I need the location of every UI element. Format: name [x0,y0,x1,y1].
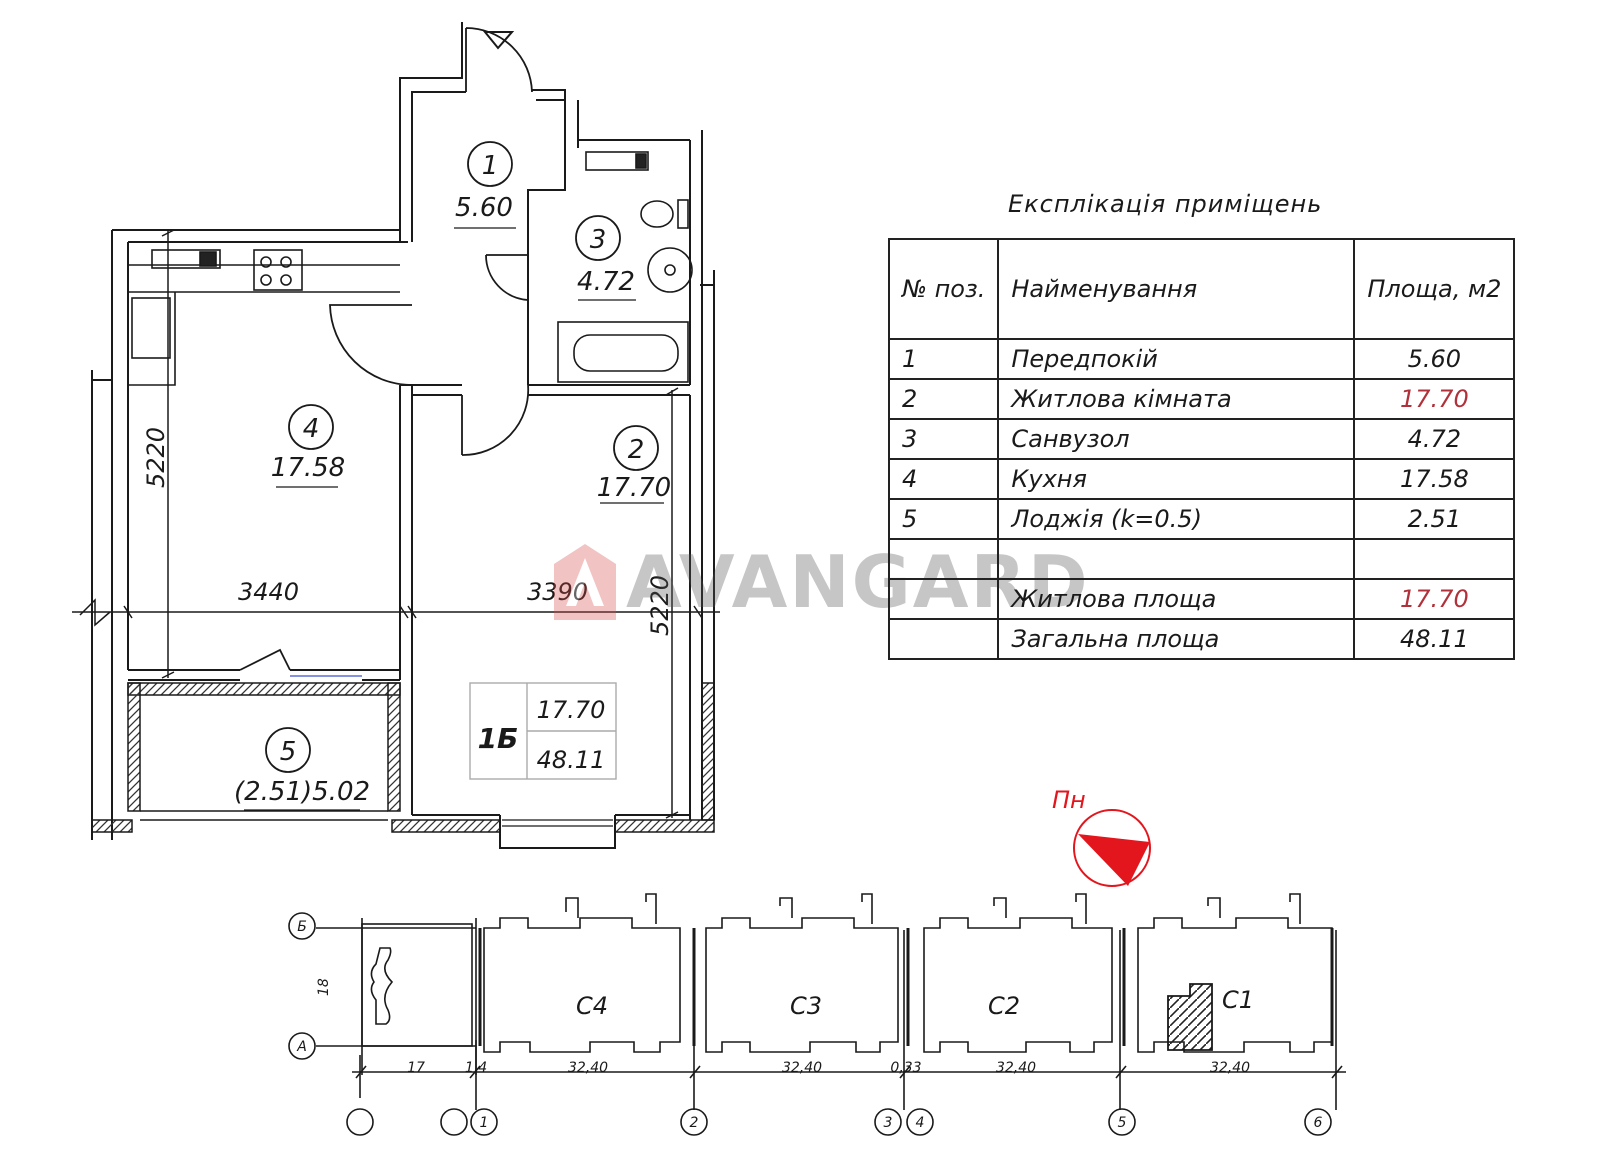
span-17: 17 [407,1060,425,1076]
row-no: 2 [887,378,1000,420]
site-plan [288,893,1346,1136]
axis-6: 6 [1314,1115,1323,1131]
axis-3: 3 [884,1115,893,1131]
loggia-walls [91,682,715,833]
axis-b: Б [297,919,307,935]
span-1-4: 1,4 [465,1060,487,1076]
entrance-arrow-icon [482,31,515,50]
badge-type: 1Б [478,722,519,755]
span-32-40-c: 32,40 [996,1060,1036,1076]
header-no: № поз. [887,238,1000,340]
table-row-total-area: Загальна площа 48.11 [887,618,1516,660]
row-area: 17.70 [1353,378,1516,420]
section-label-c2: С2 [988,992,1020,1020]
header-name: Найменування [997,238,1356,340]
doors [239,27,533,671]
dim-kitchen-width: 3440 [238,578,299,606]
table-row: 3 Санвузол 4.72 [887,418,1516,460]
span-32-40-d: 32,40 [1210,1060,1250,1076]
row-name: Передпокій [997,338,1356,380]
room-5-area: (2.51)5.02 [234,777,370,807]
row-no: 5 [887,498,1000,540]
axis-4: 4 [916,1115,925,1131]
room-5-number: 5 [280,737,297,767]
living-area-label: Житлова площа [997,578,1356,620]
table-row-living-area: Житлова площа 17.70 [887,578,1516,620]
row-no: 4 [887,458,1000,500]
table-row-empty [887,538,1516,580]
row-area: 4.72 [1353,418,1516,460]
axis-5: 5 [1118,1115,1127,1131]
section-label-c3: С3 [790,992,822,1020]
row-name: Житлова кімната [997,378,1356,420]
table-row: 2 Житлова кімната 17.70 [887,378,1516,420]
badge-total-area: 48.11 [537,746,606,774]
depth-18: 18 [316,978,332,996]
explication-title: Експлікація приміщень [1008,190,1323,218]
room-3-number: 3 [590,225,607,255]
compass-label: Пн [1052,786,1086,814]
span-32-40-b: 32,40 [782,1060,822,1076]
total-area-label: Загальна площа [997,618,1356,660]
north-compass-icon: Пн [1052,786,1151,887]
total-area-value: 48.11 [1353,618,1516,660]
span-0-33: 0,33 [890,1060,921,1076]
apartment-badge [469,682,617,780]
room-circles [265,141,659,773]
table-row: 4 Кухня 17.58 [887,458,1516,500]
badge-living-area: 17.70 [537,696,606,724]
room-2-area: 17.70 [597,473,671,503]
row-no: 3 [887,418,1000,460]
row-area: 17.58 [1353,458,1516,500]
bathroom-fixtures [557,151,693,383]
row-area: 5.60 [1353,338,1516,380]
dim-kitchen-depth: 5220 [142,427,170,488]
row-name: Кухня [997,458,1356,500]
room-2-number: 2 [628,435,645,465]
row-no: 1 [887,338,1000,380]
axis-a: А [296,1039,307,1055]
living-area-value: 17.70 [1353,578,1516,620]
section-label-c1: С1 [1222,986,1254,1014]
axis-2: 2 [690,1115,699,1131]
span-32-40-a: 32,40 [568,1060,608,1076]
explication-table-wrap: № поз. Найменування Площа, м2 1 Передпок… [887,238,1516,660]
apartment-location-marker [1167,983,1213,1051]
explication-table: № поз. Найменування Площа, м2 1 Передпок… [887,238,1516,660]
dim-room-width: 3390 [527,578,588,606]
row-name: Санвузол [997,418,1356,460]
room-4-area: 17.58 [271,453,345,483]
room-4-number: 4 [303,414,320,444]
apartment-walls [91,22,715,849]
table-header-row: № поз. Найменування Площа, м2 [887,238,1516,340]
table-row: 1 Передпокій 5.60 [887,338,1516,380]
row-name: Лоджія (k=0.5) [997,498,1356,540]
axis-1: 1 [480,1115,489,1131]
table-row: 5 Лоджія (k=0.5) 2.51 [887,498,1516,540]
room-3-area: 4.72 [577,267,635,297]
dimension-lines [72,229,720,819]
kitchen-fixtures [128,249,400,386]
row-area: 2.51 [1353,498,1516,540]
dim-room-depth: 5220 [646,575,674,636]
section-label-c4: С4 [576,992,608,1020]
header-area: Площа, м2 [1353,238,1516,340]
room-1-number: 1 [482,151,499,181]
room-1-area: 5.60 [455,193,513,223]
